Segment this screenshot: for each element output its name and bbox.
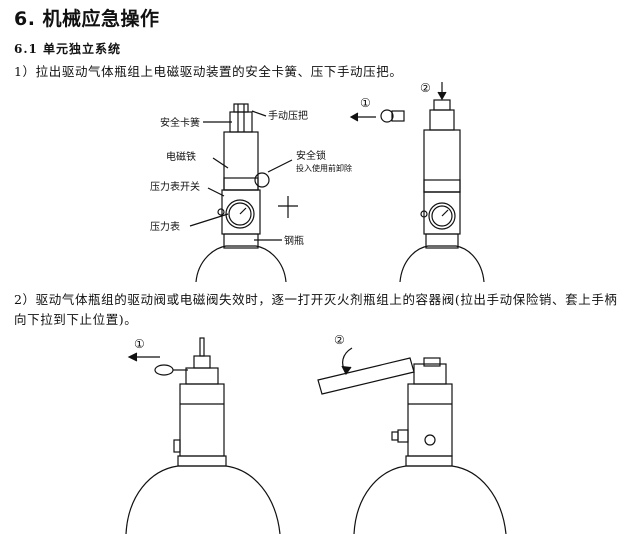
label-manual-lever: 手动压把 [268, 109, 308, 122]
label-safety-lock: 安全锁 [296, 149, 326, 162]
step-1-text: 1）拉出驱动气体瓶组上电磁驱动装置的安全卡簧、压下手动压把。 [14, 64, 403, 79]
figure-2-left-valve [125, 337, 281, 534]
label-safety-clip: 安全卡簧 [160, 116, 200, 129]
section-heading: 6. 机械应急操作 [14, 8, 160, 30]
label-solenoid: 电磁铁 [166, 150, 196, 163]
subsection-heading: 6.1 单元独立系统 [14, 42, 122, 56]
figure-1-left-valve [189, 103, 298, 283]
fig1-step-2-marker: ② [420, 81, 431, 95]
label-pressure-gauge: 压力表 [150, 220, 180, 233]
figure-2-right-valve [317, 347, 507, 534]
step-2-text: 2）驱动气体瓶组的驱动阀或电磁阀失效时，逐一打开灭火剂瓶组上的容器阀(拉出手动保… [14, 292, 618, 327]
fig2-step-1-marker: ① [134, 337, 145, 351]
label-pressure-switch: 压力表开关 [150, 180, 200, 193]
label-cylinder: 钢瓶 [284, 234, 304, 247]
figure-1-right-valve [349, 82, 485, 283]
label-safety-lock-note: 投入使用前卸除 [296, 163, 352, 173]
fig2-step-2-marker: ② [334, 333, 345, 347]
fig1-step-1-marker: ① [360, 96, 371, 110]
